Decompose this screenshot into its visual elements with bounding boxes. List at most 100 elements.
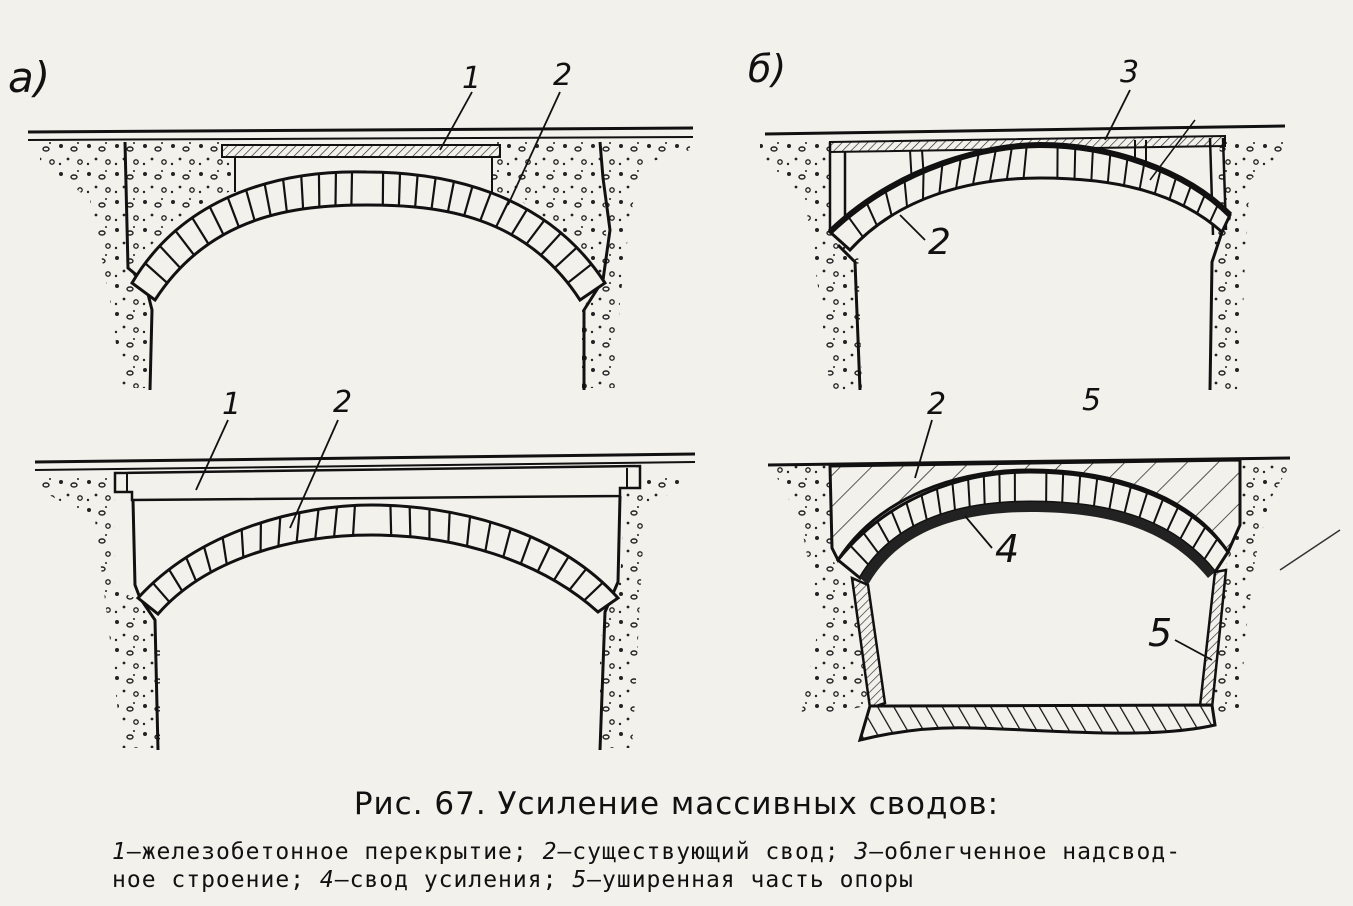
caption-line-1: 1—железобетонное перекрытие; 2—существую… (112, 839, 1181, 865)
arch-block-joint (502, 528, 512, 558)
arch-block-joint (277, 517, 282, 547)
caption-line-2: ное строение; 4—свод усиления; 5—уширенн… (112, 867, 914, 893)
arch-block-joint (884, 189, 893, 216)
arch-block-joint (540, 232, 562, 256)
arch-block-joint (920, 494, 928, 521)
panel-b-top (760, 119, 1286, 391)
arch-block-joint (484, 521, 492, 552)
arch-block-joint (168, 569, 184, 592)
arch-block-joint (955, 157, 962, 189)
panel-a-top (27, 126, 694, 391)
caption-item-3b: ное строение; (112, 867, 306, 893)
arch-block-joint (568, 568, 588, 591)
caption-num-5: 5 (572, 867, 588, 893)
arch-block-joint (1077, 475, 1082, 505)
arch-block-joint (1005, 146, 1013, 180)
arch-block-joint (295, 512, 301, 543)
arch-block-joint (1196, 193, 1207, 214)
arch-block-joint (1090, 149, 1094, 181)
arch-block-joint (397, 173, 402, 206)
arch-block-joint (567, 263, 593, 284)
arch-block-joint (1166, 506, 1179, 532)
caption-num-3: 3 (854, 839, 870, 865)
arch-block-joint (849, 545, 870, 566)
label-b-top-2: 2 (928, 222, 951, 263)
arch-block-joint (1138, 492, 1149, 519)
caption-item-5: —уширенная часть опоры (587, 867, 914, 893)
existing-arch-bottom (135, 503, 621, 617)
arch-block-joint (519, 536, 532, 565)
arch-block-joint (447, 512, 451, 543)
arch-block-joint (890, 510, 903, 535)
arch-block-joint (938, 163, 944, 194)
arch-block-joint (245, 189, 256, 221)
arch-block-joint (465, 516, 472, 547)
arch-block-joint (847, 215, 864, 238)
arch-block-joint (510, 208, 528, 236)
arch-block-joint (408, 506, 412, 537)
arch-block-joint (1179, 516, 1194, 540)
arch-block-joint (1203, 538, 1219, 561)
arch-block-joint (1122, 157, 1129, 186)
rc-slab-bottom (113, 464, 642, 502)
arch-block-joint (314, 509, 320, 540)
arch-block-joint (332, 506, 339, 537)
arch-block-joint (430, 177, 437, 210)
arch-block-joint (1061, 473, 1065, 504)
arch-block-joint (240, 529, 245, 558)
arch-block-joint (263, 183, 272, 216)
label-b-bottom-4: 4 (995, 527, 1019, 571)
panel-a-label: а) (8, 53, 50, 102)
arch-block-joint (1182, 184, 1193, 207)
label-a-top-1: 1 (462, 61, 481, 96)
arch-block-joint (921, 170, 925, 200)
caption-text: 1—железобетонное перекрытие; 2—существую… (112, 838, 1342, 894)
label-a-bottom-1: 1 (222, 387, 241, 422)
label-a-top-2: 2 (553, 58, 572, 93)
caption-item-1: —железобетонное перекрытие; (126, 839, 528, 865)
arch-block-joint (876, 520, 891, 544)
arch-block-joint (158, 245, 182, 269)
arch-block-joint (152, 582, 171, 603)
arch-block-joint (191, 217, 210, 245)
caption-num-2: 2 (542, 839, 558, 865)
arch-block-joint (463, 186, 474, 216)
caption-title: Рис. 67. Усиление массивных сводов: (353, 786, 1000, 822)
caption-item-3: —облегченное надсвод- (869, 839, 1182, 865)
rc-slab (221, 144, 501, 158)
arch-block-joint (982, 475, 986, 505)
arch-block-joint (553, 246, 578, 269)
caption-num-1: 1 (112, 839, 127, 865)
arch-block-joint (300, 175, 305, 210)
arch-block-joint (221, 537, 228, 565)
label-b-top-3: 3 (1120, 55, 1139, 90)
arch-block-joint (203, 546, 213, 573)
left-fill (40, 140, 150, 388)
arch-block-joint (905, 502, 915, 527)
caption-num-4: 4 (319, 867, 335, 893)
arch-block-joint (1152, 499, 1164, 525)
arch-block-joint (1208, 203, 1220, 223)
arch-block-joint (208, 206, 225, 236)
arch-block-joint (1123, 486, 1132, 514)
arch-block-joint (935, 488, 942, 516)
arch-block-joint (389, 505, 393, 536)
arch-block-joint (1092, 478, 1099, 507)
diagram-labels: а) б) 1 2 1 2 3 2 2 5 4 5 (8, 47, 1213, 661)
caption-item-4: —свод усиления; (334, 867, 558, 893)
arch-block-joint (1106, 153, 1112, 183)
arch-block-joint (951, 483, 957, 511)
arch-block-joint (903, 179, 909, 207)
panel-b-label: б) (748, 47, 786, 91)
arch-block-joint (536, 545, 551, 573)
arch-block-joint (1191, 526, 1207, 550)
arch-block-joint (552, 556, 570, 581)
arch-block-joint (281, 179, 288, 212)
arch-block-joint (1168, 176, 1178, 200)
arch-block-joint (185, 557, 198, 582)
label-b-bottom-2: 2 (927, 387, 946, 422)
arch-block-joint (226, 197, 240, 228)
arch-block-joint (144, 262, 168, 284)
arch-block-joint (414, 174, 419, 208)
